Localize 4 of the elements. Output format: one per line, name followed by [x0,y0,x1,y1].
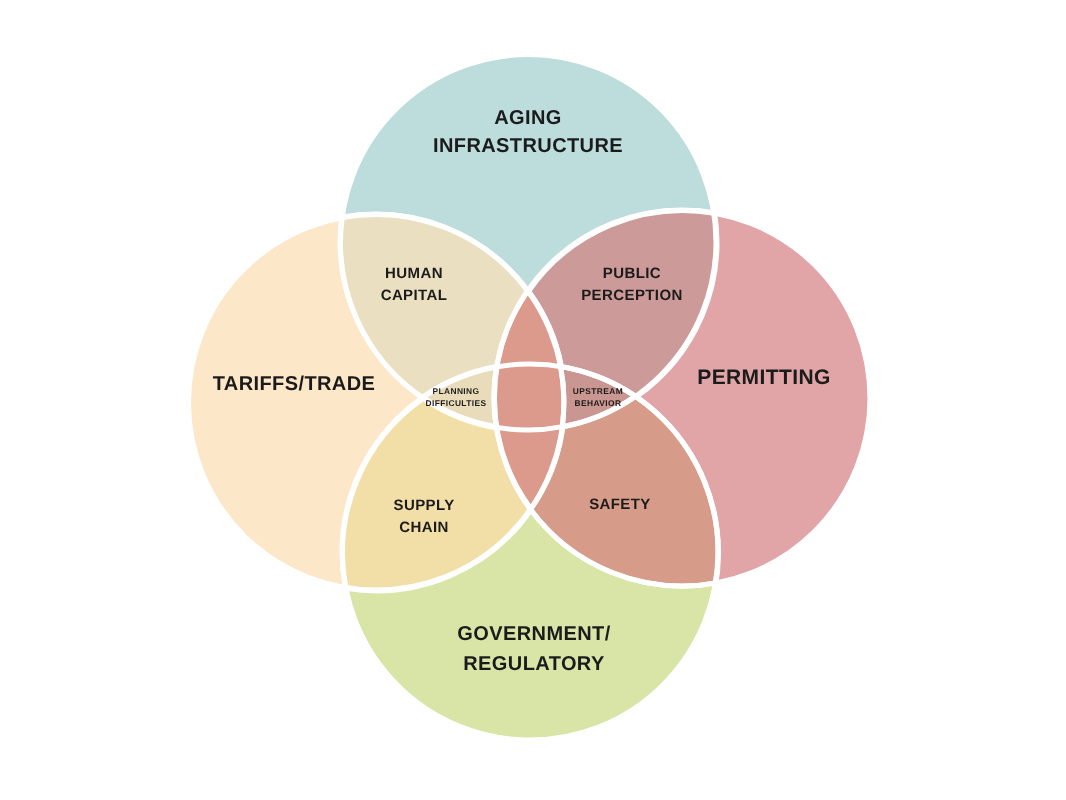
circle-label: TARIFFS/TRADE [212,372,376,400]
circle-label: AGING INFRASTRUCTURE [433,106,623,162]
circle-label: GOVERNMENT/ REGULATORY [457,621,611,680]
circle-label: PERMITTING [697,363,831,392]
